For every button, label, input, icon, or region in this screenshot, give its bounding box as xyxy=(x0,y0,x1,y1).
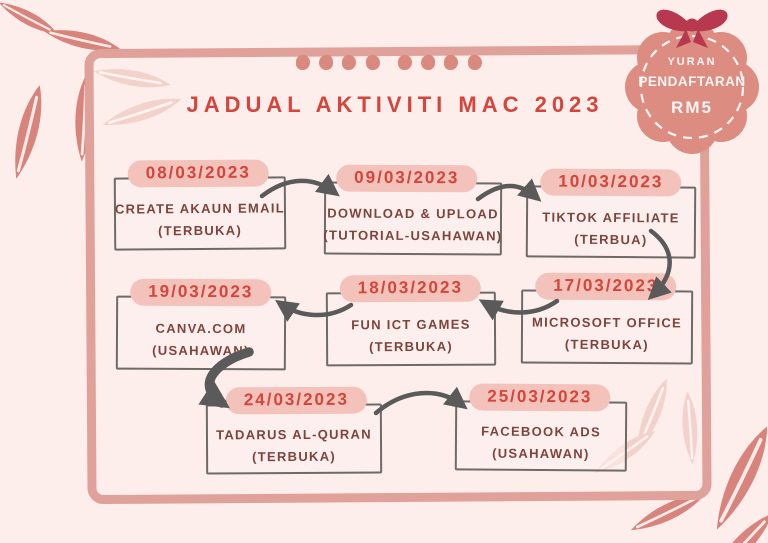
activity-name: FACEBOOK ADS xyxy=(481,423,602,439)
dot-icon xyxy=(444,55,458,70)
dot-icon xyxy=(296,55,310,70)
date-pill: 25/03/2023 xyxy=(469,383,611,412)
date-pill: 18/03/2023 xyxy=(339,274,481,303)
dot-icon xyxy=(319,55,333,70)
badge-line-pendaftaran: PENDAFTARAN xyxy=(638,74,746,89)
activity-card-25-03: 25/03/2023 FACEBOOK ADS (USAHAWAN) xyxy=(454,383,628,472)
badge-line-rm5: RM5 xyxy=(671,98,713,117)
activity-note: (TERBUKA) xyxy=(369,338,454,354)
activity-note: (TERBUA) xyxy=(574,231,648,247)
activity-card-10-03: 10/03/2023 TIKTOK AFFILIATE (TERBUA) xyxy=(525,168,697,259)
date-pill: 09/03/2023 xyxy=(336,164,478,193)
activity-name: TIKTOK AFFILIATE xyxy=(542,209,680,225)
activity-note: (TERBUKA) xyxy=(158,222,243,239)
activity-name: MICROSOFT OFFICE xyxy=(531,314,683,330)
badge-line-yuran: YURAN xyxy=(667,56,717,68)
bow-icon xyxy=(656,9,728,48)
scalloped-badge-shape xyxy=(625,9,759,154)
activity-note: (USAHAWAN) xyxy=(152,342,250,358)
activity-card-24-03: 24/03/2023 TADARUS AL-QURAN (TERBUKA) xyxy=(205,386,383,475)
dot-icon xyxy=(366,55,380,70)
registration-fee-badge: YURAN PENDAFTARAN RM5 xyxy=(616,0,768,162)
activity-name: CANVA.COM xyxy=(155,320,247,336)
date-pill: 24/03/2023 xyxy=(225,386,367,415)
activity-note: (TERBUKA) xyxy=(564,336,649,352)
activity-name: CREATE AKAUN EMAIL xyxy=(114,200,286,217)
activity-note: (TUTORIAL-USAHAWAN) xyxy=(323,227,503,244)
dot-icon xyxy=(468,55,482,70)
activity-name: DOWNLOAD & UPLOAD xyxy=(327,205,499,222)
activity-note: (TERBUKA) xyxy=(252,448,337,464)
activity-card-08-03: 08/03/2023 CREATE AKAUN EMAIL (TERBUKA) xyxy=(113,159,287,251)
activity-card-17-03: 17/03/2023 MICROSOFT OFFICE (TERBUKA) xyxy=(520,272,694,365)
activity-note: (USAHAWAN) xyxy=(492,445,590,461)
activity-name: FUN ICT GAMES xyxy=(351,316,471,332)
page-title: JADUAL AKTIVITI MAC 2023 xyxy=(186,92,604,117)
dot-icon xyxy=(398,55,412,70)
dot-icon xyxy=(421,55,435,70)
activity-name: TADARUS AL-QURAN xyxy=(216,426,372,442)
decorative-dots xyxy=(296,55,486,73)
activity-card-19-03: 19/03/2023 CANVA.COM (USAHAWAN) xyxy=(115,278,287,371)
date-pill: 17/03/2023 xyxy=(535,272,677,301)
activity-card-18-03: 18/03/2023 FUN ICT GAMES (TERBUKA) xyxy=(325,274,497,367)
date-pill: 10/03/2023 xyxy=(540,168,682,197)
dot-icon xyxy=(342,55,356,70)
date-pill: 19/03/2023 xyxy=(130,278,272,307)
activity-card-09-03: 09/03/2023 DOWNLOAD & UPLOAD (TUTORIAL-U… xyxy=(323,164,503,256)
date-pill: 08/03/2023 xyxy=(127,159,269,188)
